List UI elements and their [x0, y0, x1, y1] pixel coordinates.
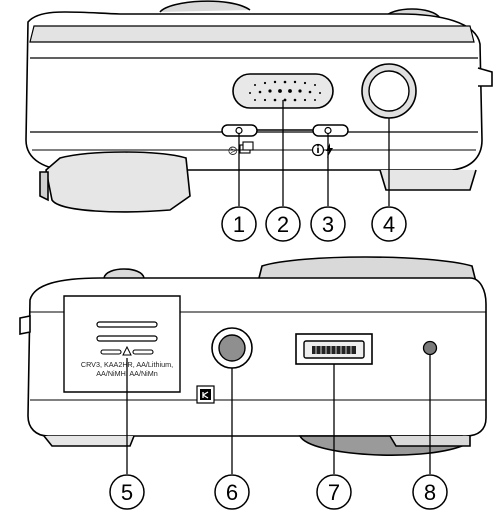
- self-timer-burst-icon: ⧁: [228, 141, 254, 158]
- svg-text:6: 6: [226, 480, 238, 505]
- svg-text:7: 7: [328, 480, 340, 505]
- callout-6: 6: [214, 474, 250, 510]
- callout-4: 4: [371, 206, 407, 242]
- shutter-button: [361, 63, 417, 119]
- svg-text:1: 1: [233, 212, 245, 237]
- callout-5: 5: [109, 474, 145, 510]
- tripod-socket: [211, 327, 253, 369]
- flash-button: [312, 124, 349, 137]
- svg-text:2: 2: [277, 212, 289, 237]
- svg-text:3: 3: [322, 212, 334, 237]
- info-flash-icon: [311, 143, 333, 158]
- svg-text:8: 8: [424, 480, 436, 505]
- callout-1: 1: [221, 206, 257, 242]
- kodak-logo-icon: [196, 385, 215, 404]
- svg-text:4: 4: [383, 212, 395, 237]
- dock-indicator-light: [422, 340, 438, 356]
- svg-text:5: 5: [121, 480, 133, 505]
- bottom-leader-lines: [126, 355, 431, 474]
- top-leader-lines: [238, 100, 390, 206]
- svg-text:⧁: ⧁: [228, 144, 238, 158]
- self-timer-button: [221, 124, 258, 137]
- battery-door: CRV3, KAA2HR, AA/Lithium, AA/NiMH, AA/Ni…: [63, 295, 181, 393]
- callout-2: 2: [265, 206, 301, 242]
- callout-3: 3: [310, 206, 346, 242]
- dock-connector: [295, 333, 373, 365]
- callout-7: 7: [316, 474, 352, 510]
- callout-8: 8: [412, 474, 448, 510]
